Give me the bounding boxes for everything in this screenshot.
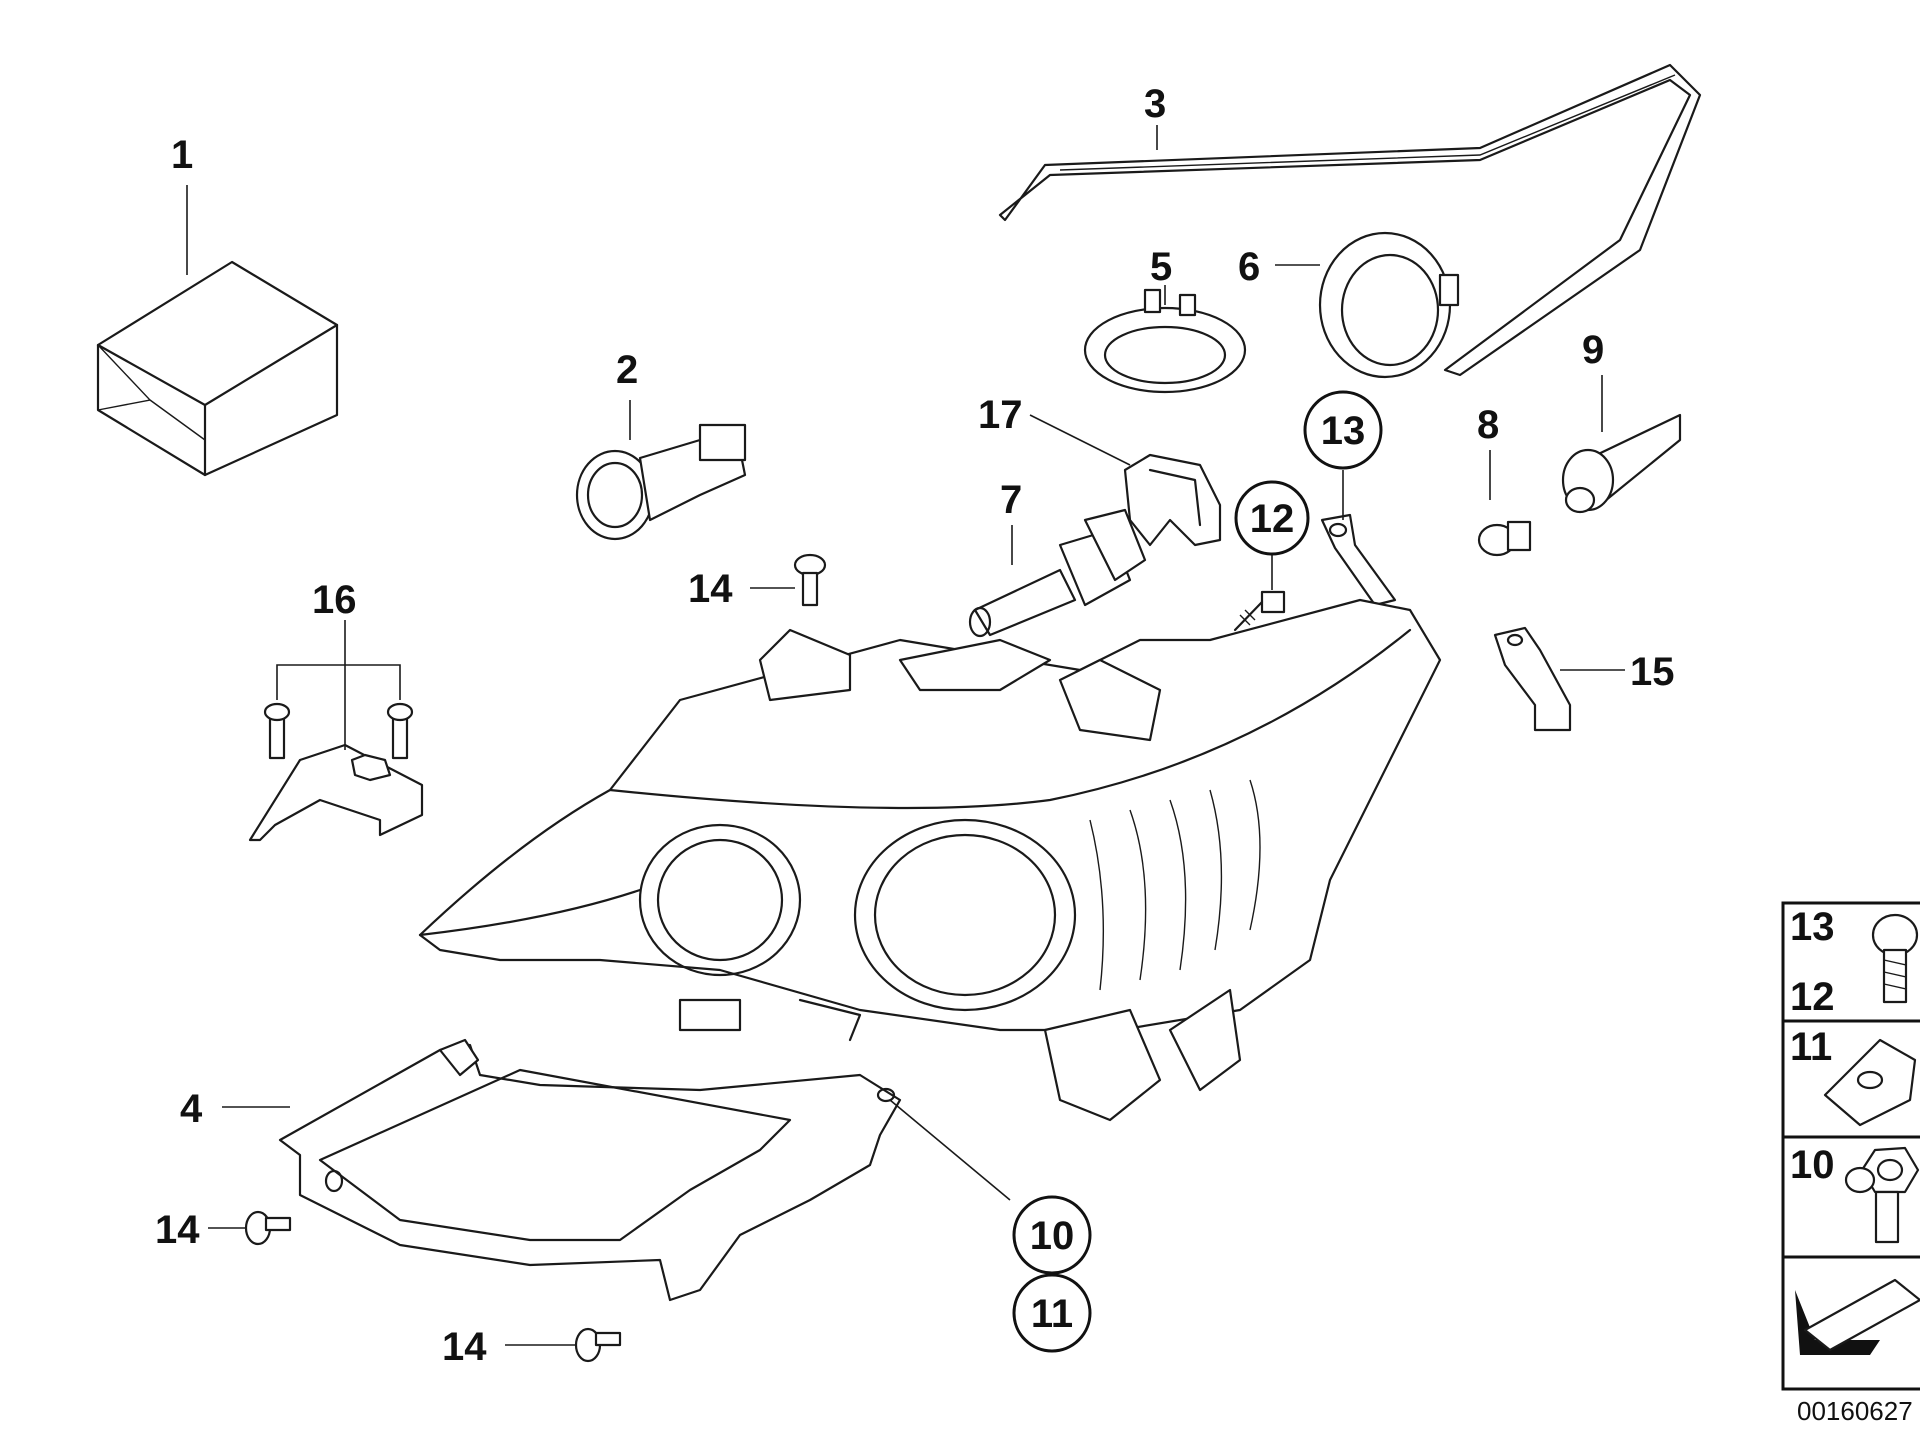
part-6-cap: [1318, 231, 1460, 379]
callout-7: 7: [1000, 478, 1022, 522]
callout-11-circle: [1012, 1273, 1092, 1353]
callout-12-circle: [1234, 480, 1310, 556]
catalog-number: 00160627: [1797, 1396, 1913, 1426]
legend-arrow-icon: [1795, 1278, 1920, 1355]
callout-13: 13: [1321, 409, 1366, 453]
legend-label-12: 12: [1790, 975, 1835, 1019]
callout-8: 8: [1477, 403, 1499, 447]
callout-17: 17: [978, 393, 1023, 437]
legend-hex-bolt-icon: [1844, 1146, 1920, 1244]
callout-6: 6: [1238, 245, 1260, 289]
part-14-screw-bottom: [574, 1327, 622, 1363]
part-15-bracket: [1493, 626, 1572, 732]
legend-screw-icon: [1871, 913, 1919, 1004]
part-7-bulb: [968, 508, 1147, 638]
callout-15: 15: [1630, 650, 1675, 694]
part-4-bracket: [278, 1038, 902, 1302]
part-1-box: [96, 260, 339, 477]
part-3-seal-strip: [998, 63, 1702, 377]
part-14-screw-top: [793, 553, 827, 607]
callout-13-circle: [1303, 390, 1383, 470]
legend-label-10: 10: [1790, 1143, 1835, 1187]
legend-panel: 13 12 11 10: [1781, 901, 1920, 1391]
callout-14a: 14: [688, 567, 733, 611]
leader-16: [276, 664, 401, 700]
callout-10: 10: [1030, 1214, 1075, 1258]
callout-4: 4: [180, 1087, 203, 1131]
legend-clip-nut-icon: [1823, 1038, 1917, 1127]
callout-5: 5: [1150, 245, 1172, 289]
callout-9: 9: [1582, 328, 1604, 372]
part-8-small-bulb: [1477, 520, 1532, 557]
callout-3: 3: [1144, 82, 1166, 126]
callout-10-circle: [1012, 1195, 1092, 1275]
part-9-socket: [1561, 413, 1682, 514]
part-16-adjuster: [248, 702, 424, 842]
callout-14c: 14: [442, 1325, 487, 1369]
callout-12: 12: [1250, 497, 1295, 541]
callout-16: 16: [312, 578, 357, 622]
leader-17: [1029, 414, 1131, 466]
part-17-holder: [1123, 453, 1222, 547]
part-12-screw: [1233, 590, 1286, 632]
part-13-bracket: [1320, 513, 1397, 607]
legend-label-13: 13: [1790, 905, 1835, 949]
part-14-screw-left: [244, 1210, 292, 1246]
part-5-cap: [1083, 288, 1247, 394]
leader-10-11: [889, 1099, 1011, 1201]
legend-label-11: 11: [1790, 1025, 1832, 1069]
callout-14b: 14: [155, 1208, 200, 1252]
callout-2: 2: [616, 348, 638, 392]
headlight-housing: [418, 598, 1442, 1122]
callout-1: 1: [171, 133, 193, 177]
part-2-socket: [575, 423, 747, 541]
callout-11: 11: [1031, 1292, 1073, 1336]
